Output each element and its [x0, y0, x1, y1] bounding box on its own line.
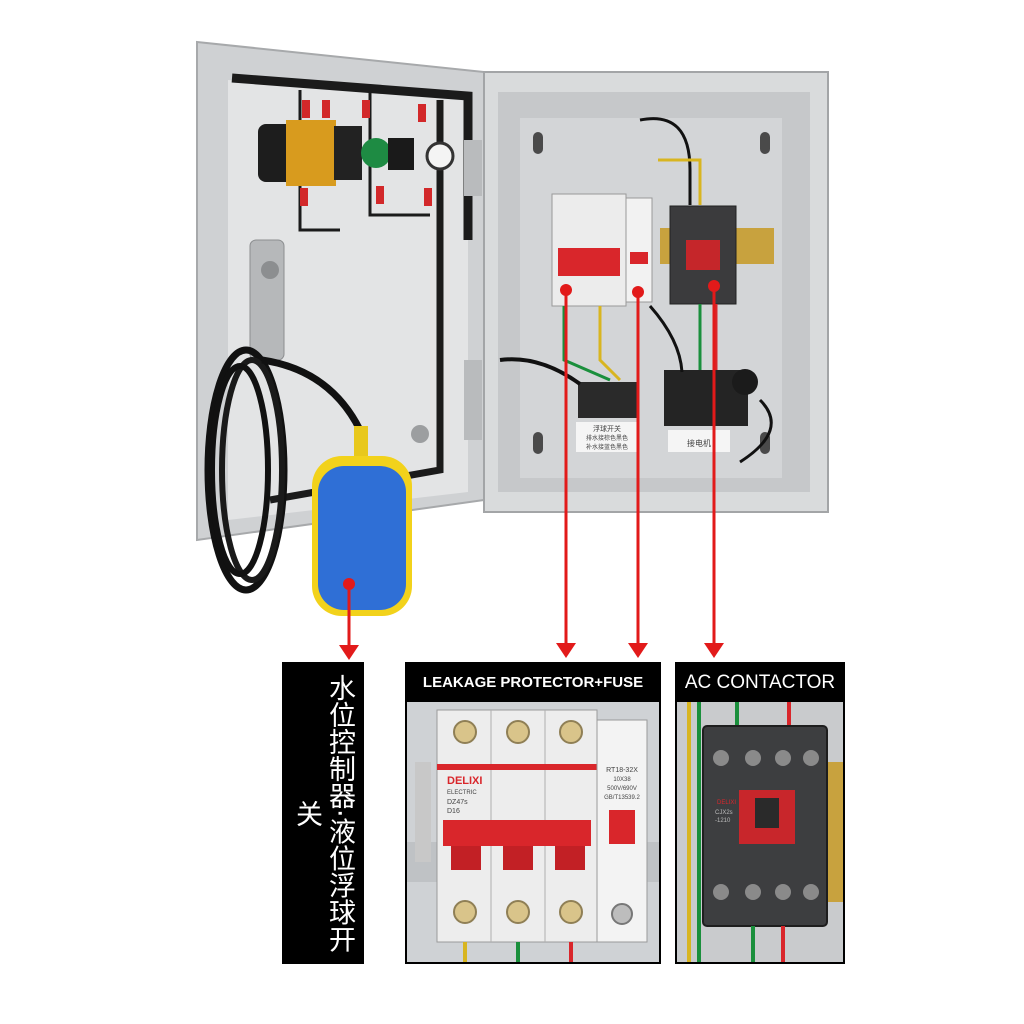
- cabinet-body: 浮球开关 排水接棕色黑色 补水接蓝色黑色 接电机: [483, 71, 829, 513]
- breaker-sub: ELECTRIC: [447, 790, 477, 796]
- float-switch: [204, 346, 412, 616]
- ac-contactor-panel: AC CONTACTOR DELIXI CJX2s -1210: [675, 662, 845, 964]
- leakage-closeup-photo: DELIXI ELECTRIC DZ47s D16 RT18-32X 10X38…: [407, 702, 659, 962]
- contactor-brand: DELIXI: [717, 800, 736, 806]
- motor-label: 接电机: [687, 438, 711, 448]
- breaker-rating: D16: [447, 808, 460, 815]
- breaker-model: DZ47s: [447, 799, 468, 806]
- fuse-voltage: 500V/690V: [607, 786, 637, 792]
- callout-arrows: [339, 280, 724, 660]
- float-switch-label-panel: 水位控制器·液位浮球开关: [282, 662, 364, 964]
- fuse-standard: GB/T13539.2: [604, 795, 640, 801]
- contactor-model: CJX2s: [715, 810, 733, 816]
- fuse-model: RT18-32X: [606, 767, 638, 774]
- float-label-line2: 补水接蓝色黑色: [586, 443, 628, 451]
- leakage-protector-panel: LEAKAGE PROTECTOR+FUSE DELIXI ELECTRIC D…: [405, 662, 661, 964]
- fuse-size: 10X38: [613, 777, 631, 783]
- float-label-line1: 排水接棕色黑色: [586, 434, 628, 442]
- contactor-closeup-photo: DELIXI CJX2s -1210: [677, 702, 843, 962]
- float-label-title: 浮球开关: [593, 424, 621, 433]
- contactor-model-sub: -1210: [715, 818, 731, 824]
- breaker-brand: DELIXI: [447, 775, 482, 787]
- contactor-panel-title: AC CONTACTOR: [684, 672, 836, 693]
- leakage-panel-title: LEAKAGE PROTECTOR+FUSE: [422, 674, 644, 691]
- float-switch-label: 水位控制器·液位浮球开关: [291, 673, 355, 953]
